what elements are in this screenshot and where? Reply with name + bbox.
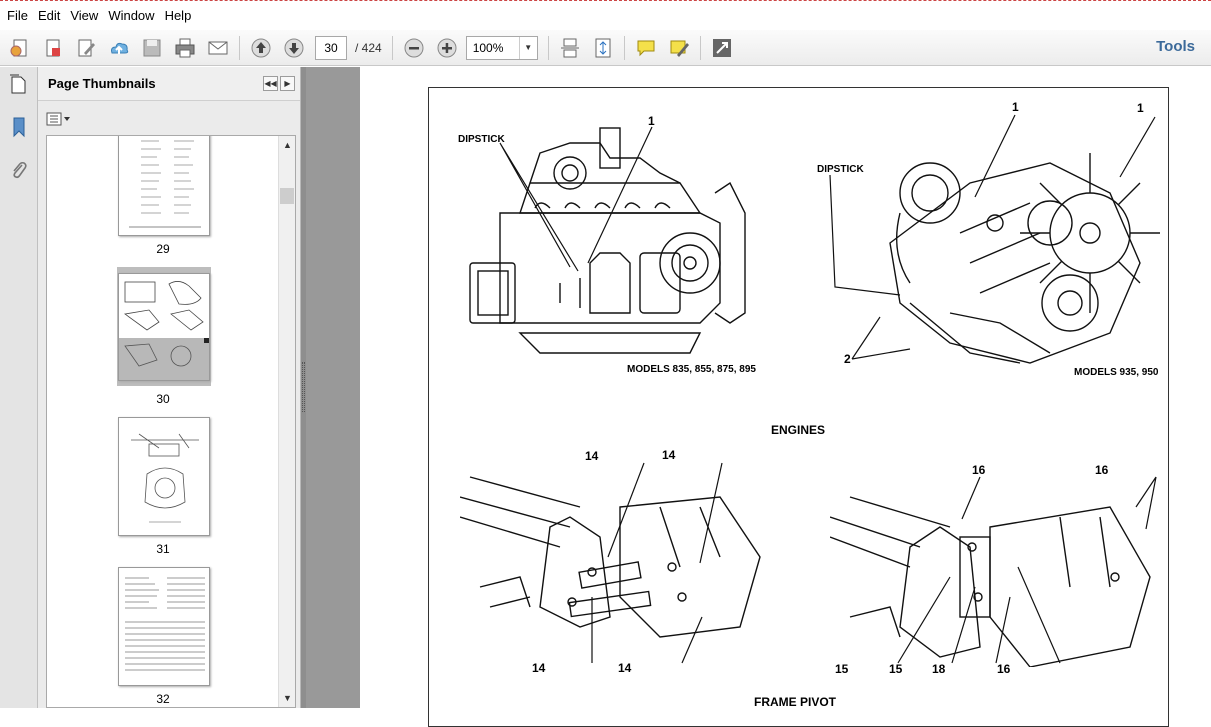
- callout-1-right: 1: [1012, 100, 1019, 114]
- toolbar-separator: [391, 35, 393, 60]
- zoom-in-icon[interactable]: [433, 34, 461, 62]
- thumbnail-list[interactable]: 29 30: [46, 135, 296, 708]
- models-caption-left: MODELS 835, 855, 875, 895: [627, 364, 756, 375]
- toolbar-separator: [547, 35, 549, 60]
- toolbar: / 424 ▼: [0, 30, 1211, 66]
- navigation-rail: [0, 67, 38, 708]
- zoom-select[interactable]: ▼: [465, 35, 538, 60]
- highlight-icon[interactable]: [665, 34, 693, 62]
- callout-16-b: 16: [1095, 463, 1109, 477]
- callout-2: 2: [844, 352, 851, 366]
- callout-14-b: 14: [662, 448, 676, 462]
- print-icon[interactable]: [171, 34, 199, 62]
- fit-page-icon[interactable]: [589, 34, 617, 62]
- callout-1-far-right: 1: [1137, 101, 1144, 115]
- upload-cloud-icon[interactable]: [105, 34, 133, 62]
- menu-edit[interactable]: Edit: [37, 7, 61, 23]
- page-thumbnails-icon[interactable]: [7, 72, 31, 96]
- page-number-input[interactable]: [315, 35, 347, 60]
- thumbnail-page[interactable]: [118, 567, 210, 686]
- toolbar-separator: [623, 35, 625, 60]
- thumbnail-scrollbar[interactable]: ▲ ▼: [278, 136, 295, 707]
- document-viewport[interactable]: DIPSTICK 1 1 1 DIPSTICK 2 MODELS 835, 85…: [306, 67, 1211, 727]
- engines-caption: ENGINES: [771, 423, 826, 437]
- full-screen-icon[interactable]: [708, 34, 736, 62]
- callout-14-a: 14: [585, 449, 599, 463]
- email-icon[interactable]: [204, 34, 232, 62]
- thumbnail-page-selected[interactable]: [118, 273, 210, 381]
- expand-panel-icon[interactable]: ▶: [280, 76, 295, 91]
- callout-leaders: [499, 114, 1157, 664]
- thumbnails-panel: Page Thumbnails ◀◀ ▶ 29: [38, 67, 301, 708]
- save-icon[interactable]: [138, 34, 166, 62]
- menu-view[interactable]: View: [70, 7, 99, 23]
- menu-file[interactable]: File: [7, 7, 28, 23]
- menu-window[interactable]: Window: [108, 7, 155, 23]
- thumbnail-page[interactable]: [118, 417, 210, 536]
- panel-title: Page Thumbnails: [48, 76, 156, 91]
- toolbar-separator: [239, 35, 240, 60]
- attachments-icon[interactable]: [7, 159, 31, 183]
- document-page: DIPSTICK 1 1 1 DIPSTICK 2 MODELS 835, 85…: [360, 67, 1211, 727]
- frame-pivot-illustration-right: [830, 496, 1151, 667]
- scroll-up-icon[interactable]: ▲: [283, 140, 292, 150]
- callout-15-a: 15: [835, 662, 849, 676]
- panel-header: Page Thumbnails: [38, 67, 300, 101]
- callout-14-c: 14: [532, 661, 546, 675]
- zoom-out-icon[interactable]: [400, 34, 428, 62]
- toolbar-separator: [699, 35, 701, 60]
- menu-help[interactable]: Help: [164, 7, 192, 23]
- options-menu-icon: [46, 112, 70, 126]
- page-count-label: / 424: [355, 40, 382, 55]
- callout-18: 18: [932, 662, 946, 676]
- engine-illustration-left: [469, 127, 746, 354]
- thumbnail-page-number: 29: [156, 242, 170, 256]
- callout-16-a: 16: [972, 463, 986, 477]
- panel-splitter[interactable]: [301, 67, 306, 708]
- models-caption-right: MODELS 935, 950: [1074, 367, 1159, 378]
- callout-14-d: 14: [618, 661, 632, 675]
- callout-1-left: 1: [648, 114, 655, 128]
- previous-page-icon[interactable]: [247, 34, 275, 62]
- create-pdf-icon[interactable]: [6, 34, 34, 62]
- collapse-panel-icon[interactable]: ◀◀: [263, 76, 278, 91]
- bookmarks-icon[interactable]: [7, 115, 31, 139]
- menu-bar: File Edit View Window Help: [0, 0, 1211, 30]
- combine-files-icon[interactable]: [39, 34, 67, 62]
- selection-handle[interactable]: [204, 338, 209, 343]
- zoom-value-input[interactable]: [466, 40, 519, 55]
- callout-16-c: 16: [997, 662, 1011, 676]
- edit-pdf-icon[interactable]: [72, 34, 100, 62]
- dipstick-label-right: DIPSTICK: [817, 164, 864, 175]
- next-page-icon[interactable]: [280, 34, 308, 62]
- scrolling-mode-icon[interactable]: [556, 34, 584, 62]
- chevron-down-icon[interactable]: ▼: [518, 36, 537, 59]
- comment-icon[interactable]: [632, 34, 660, 62]
- thumbnail-options-button[interactable]: [46, 109, 74, 129]
- dipstick-label-left: DIPSTICK: [458, 134, 505, 145]
- tools-link[interactable]: Tools: [1156, 38, 1195, 55]
- thumbnail-page-number: 31: [156, 542, 170, 556]
- thumbnail-page-number: 32: [156, 692, 170, 706]
- scroll-down-icon[interactable]: ▼: [283, 693, 292, 703]
- engine-illustration-right: [889, 153, 1160, 364]
- scrollbar-thumb[interactable]: [280, 188, 294, 204]
- frame-pivot-caption: FRAME PIVOT: [754, 695, 837, 709]
- thumbnail-page-number: 30: [156, 392, 170, 406]
- thumbnail-page[interactable]: [118, 136, 210, 236]
- callout-15-b: 15: [889, 662, 903, 676]
- frame-pivot-illustration-left: [460, 476, 761, 638]
